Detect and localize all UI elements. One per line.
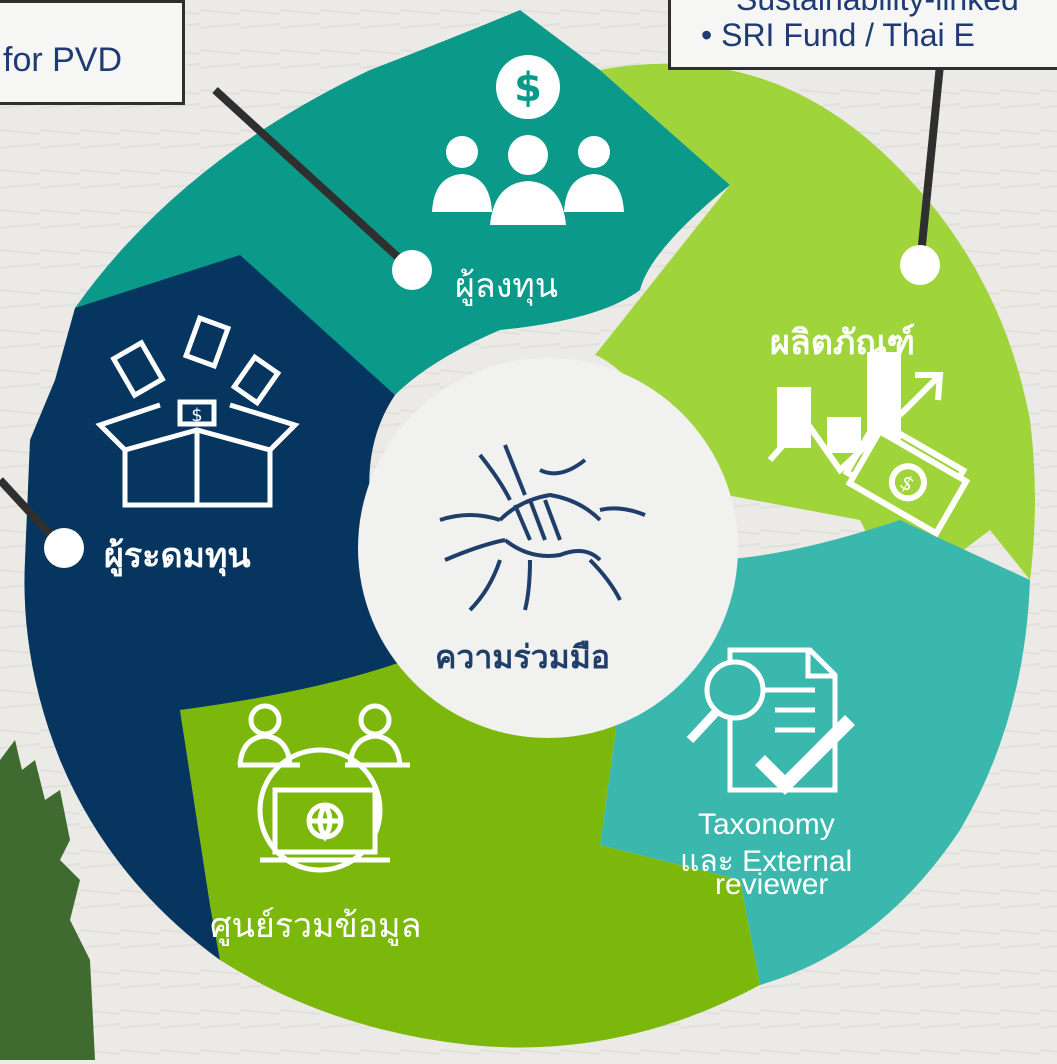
connector-dot-products [900,245,940,285]
segment-label-data-hub: ศูนย์รวมข้อมูล [210,906,422,946]
connector-left-top [212,87,415,273]
center-hub [358,358,738,738]
callout-right-line-2: • SRI Fund / Thai E [701,17,975,53]
people-laptop-globe-icon [237,703,410,873]
money-box-icon: $ [95,314,300,508]
handshake-hands-icon [439,444,646,612]
callout-right-line-1: Sustainability-linked [736,0,1019,18]
investors-money-icon: $ [432,55,624,225]
segment-label-taxonomy-2: และ External [680,845,853,878]
tree-decoration [0,740,95,1060]
connector-dot-raisers [44,528,84,568]
document-check-icon [686,647,855,795]
connector-dot-investors [392,250,432,290]
segment-label-investors: ผู้ลงทุน [455,266,559,306]
svg-text:$: $ [191,405,202,426]
callout-right-top: Sustainability-linked • SRI Fund / Thai … [668,0,1057,70]
growth-chart-money-icon: $ [767,352,971,538]
callout-left-top: for PVD [0,0,185,105]
segment-investors[interactable] [75,10,730,395]
segment-label-taxonomy-1: Taxonomy [698,808,835,841]
segment-label-products: ผลิตภัณฑ์ [770,323,916,363]
segment-data-hub[interactable] [180,655,760,1048]
callout-left-text: for PVD [3,41,123,79]
segment-label-taxonomy-3: reviewer [715,868,829,901]
center-label: ความร่วมมือ [435,638,610,676]
svg-text:$: $ [514,65,542,111]
connector-right-top [916,64,944,266]
segment-fund-raisers[interactable] [24,255,420,960]
segment-label-fund-raisers: ผู้ระดมทุน [104,536,251,576]
